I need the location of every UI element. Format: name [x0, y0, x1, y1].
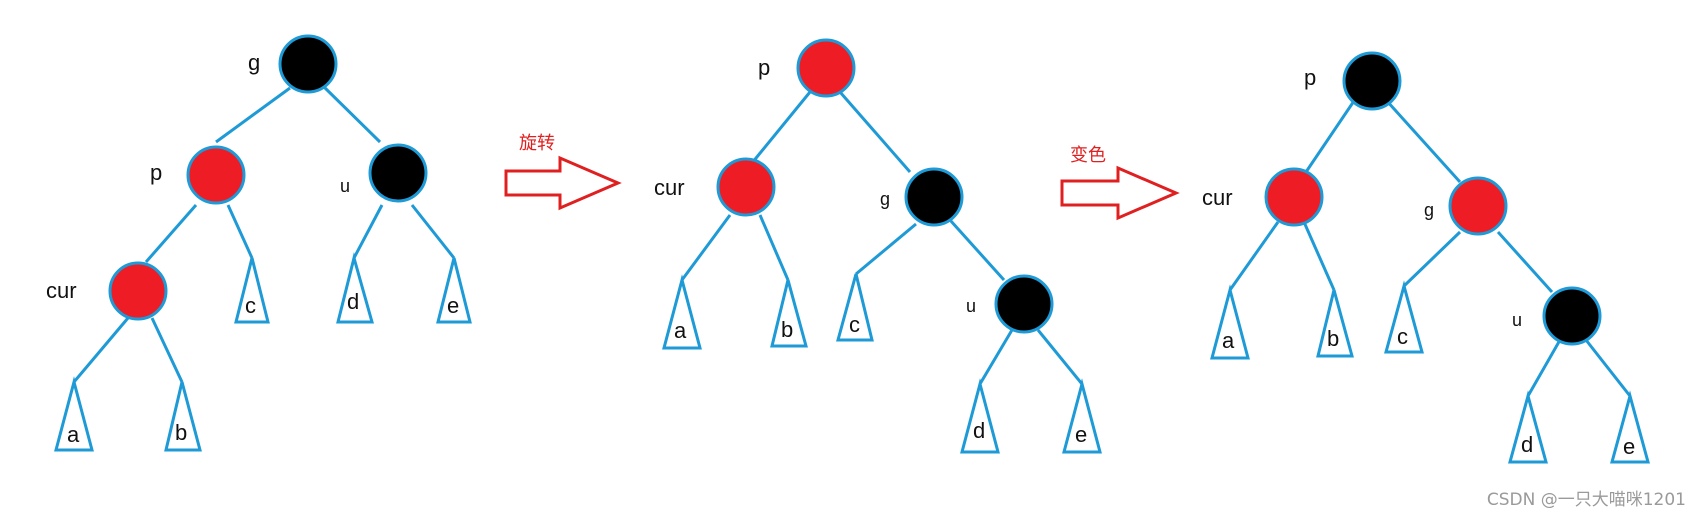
stage-1-tree: g p u cur c d e a b	[46, 34, 472, 452]
subtree-label-c: c	[849, 312, 860, 337]
subtree-a	[662, 274, 702, 350]
subtree-label-e: e	[1623, 434, 1635, 459]
arrow-right-icon	[504, 155, 622, 211]
subtree-label-b: b	[781, 317, 793, 342]
arrow-right-icon	[1060, 165, 1180, 221]
operation-label-recolor: 变色	[1070, 145, 1106, 166]
subtree-label-b: b	[175, 420, 187, 445]
edge-g-u	[320, 83, 382, 144]
label-p: p	[1304, 65, 1316, 90]
node-g	[278, 34, 338, 94]
edge-cur-a	[72, 317, 130, 383]
operation-rotate: 旋转	[504, 133, 622, 211]
edge-u-e	[410, 204, 456, 259]
label-u: u	[1512, 310, 1522, 330]
edge-u-d	[1526, 339, 1562, 397]
stage-2-tree: p cur g u a b c d e	[654, 38, 1102, 454]
edge-g-c	[1402, 230, 1462, 288]
edge-cur-b	[758, 214, 790, 281]
subtree-e	[1062, 378, 1102, 454]
subtree-d	[960, 378, 1000, 454]
edge-p-cur	[144, 204, 198, 263]
subtree-label-e: e	[447, 293, 459, 318]
subtree-b	[1316, 289, 1354, 358]
subtree-label-a: a	[67, 422, 80, 447]
subtree-label-a: a	[1222, 328, 1235, 353]
edge-g-p	[215, 86, 291, 144]
subtree-c	[1384, 280, 1424, 354]
node-cur	[1264, 167, 1324, 227]
label-cur: cur	[654, 175, 685, 200]
subtree-label-e: e	[1075, 422, 1087, 447]
label-p: p	[150, 160, 162, 185]
edge-p-cur	[750, 91, 812, 164]
subtree-b	[164, 381, 202, 452]
edge-p-g	[1384, 98, 1462, 184]
watermark: CSDN @一只大喵咪1201	[1486, 490, 1686, 510]
node-g	[904, 167, 964, 227]
subtree-b	[770, 279, 808, 348]
edge-u-e	[1584, 339, 1632, 397]
subtree-label-c: c	[245, 293, 256, 318]
label-u: u	[966, 296, 976, 316]
node-cur	[108, 261, 168, 321]
subtree-c	[234, 257, 270, 324]
label-g: g	[880, 189, 890, 209]
subtree-label-d: d	[347, 289, 359, 314]
node-p	[186, 145, 246, 205]
subtree-c	[836, 273, 874, 342]
subtree-label-a: a	[674, 318, 687, 343]
node-u	[994, 274, 1054, 334]
subtree-d	[1508, 390, 1548, 464]
edge-p-cur	[1304, 97, 1358, 173]
stage-3-tree: p cur g u a b c d e	[1202, 51, 1650, 464]
node-p	[1342, 51, 1402, 111]
edge-g-u	[1496, 230, 1554, 294]
edge-g-u	[948, 218, 1006, 282]
edge-cur-a	[680, 214, 732, 281]
edge-u-d	[352, 204, 384, 259]
label-u: u	[340, 176, 350, 196]
subtree-a	[54, 376, 94, 452]
label-g: g	[1424, 200, 1434, 220]
node-p	[796, 38, 856, 98]
subtree-label-d: d	[973, 418, 985, 443]
edge-cur-b	[1302, 221, 1336, 291]
subtree-e	[1610, 390, 1650, 464]
label-p: p	[758, 55, 770, 80]
edge-cur-a	[1228, 221, 1280, 291]
operation-label-rotate: 旋转	[519, 133, 555, 154]
subtree-a	[1210, 284, 1250, 360]
subtree-e	[436, 257, 472, 324]
edge-cur-b	[150, 317, 184, 383]
edge-p-c	[226, 204, 254, 259]
edge-u-d	[978, 329, 1014, 385]
label-cur: cur	[46, 278, 77, 303]
label-cur: cur	[1202, 185, 1233, 210]
node-g	[1448, 176, 1508, 236]
node-u	[368, 143, 428, 203]
node-u	[1542, 286, 1602, 346]
edge-g-c	[855, 222, 917, 276]
subtree-label-b: b	[1327, 326, 1339, 351]
node-cur	[716, 157, 776, 217]
operation-recolor: 变色	[1060, 145, 1180, 221]
edge-p-g	[838, 91, 912, 173]
edge-u-e	[1036, 329, 1084, 385]
subtree-label-d: d	[1521, 432, 1533, 457]
subtree-d	[336, 252, 374, 324]
subtree-label-c: c	[1397, 324, 1408, 349]
label-g: g	[248, 50, 260, 75]
